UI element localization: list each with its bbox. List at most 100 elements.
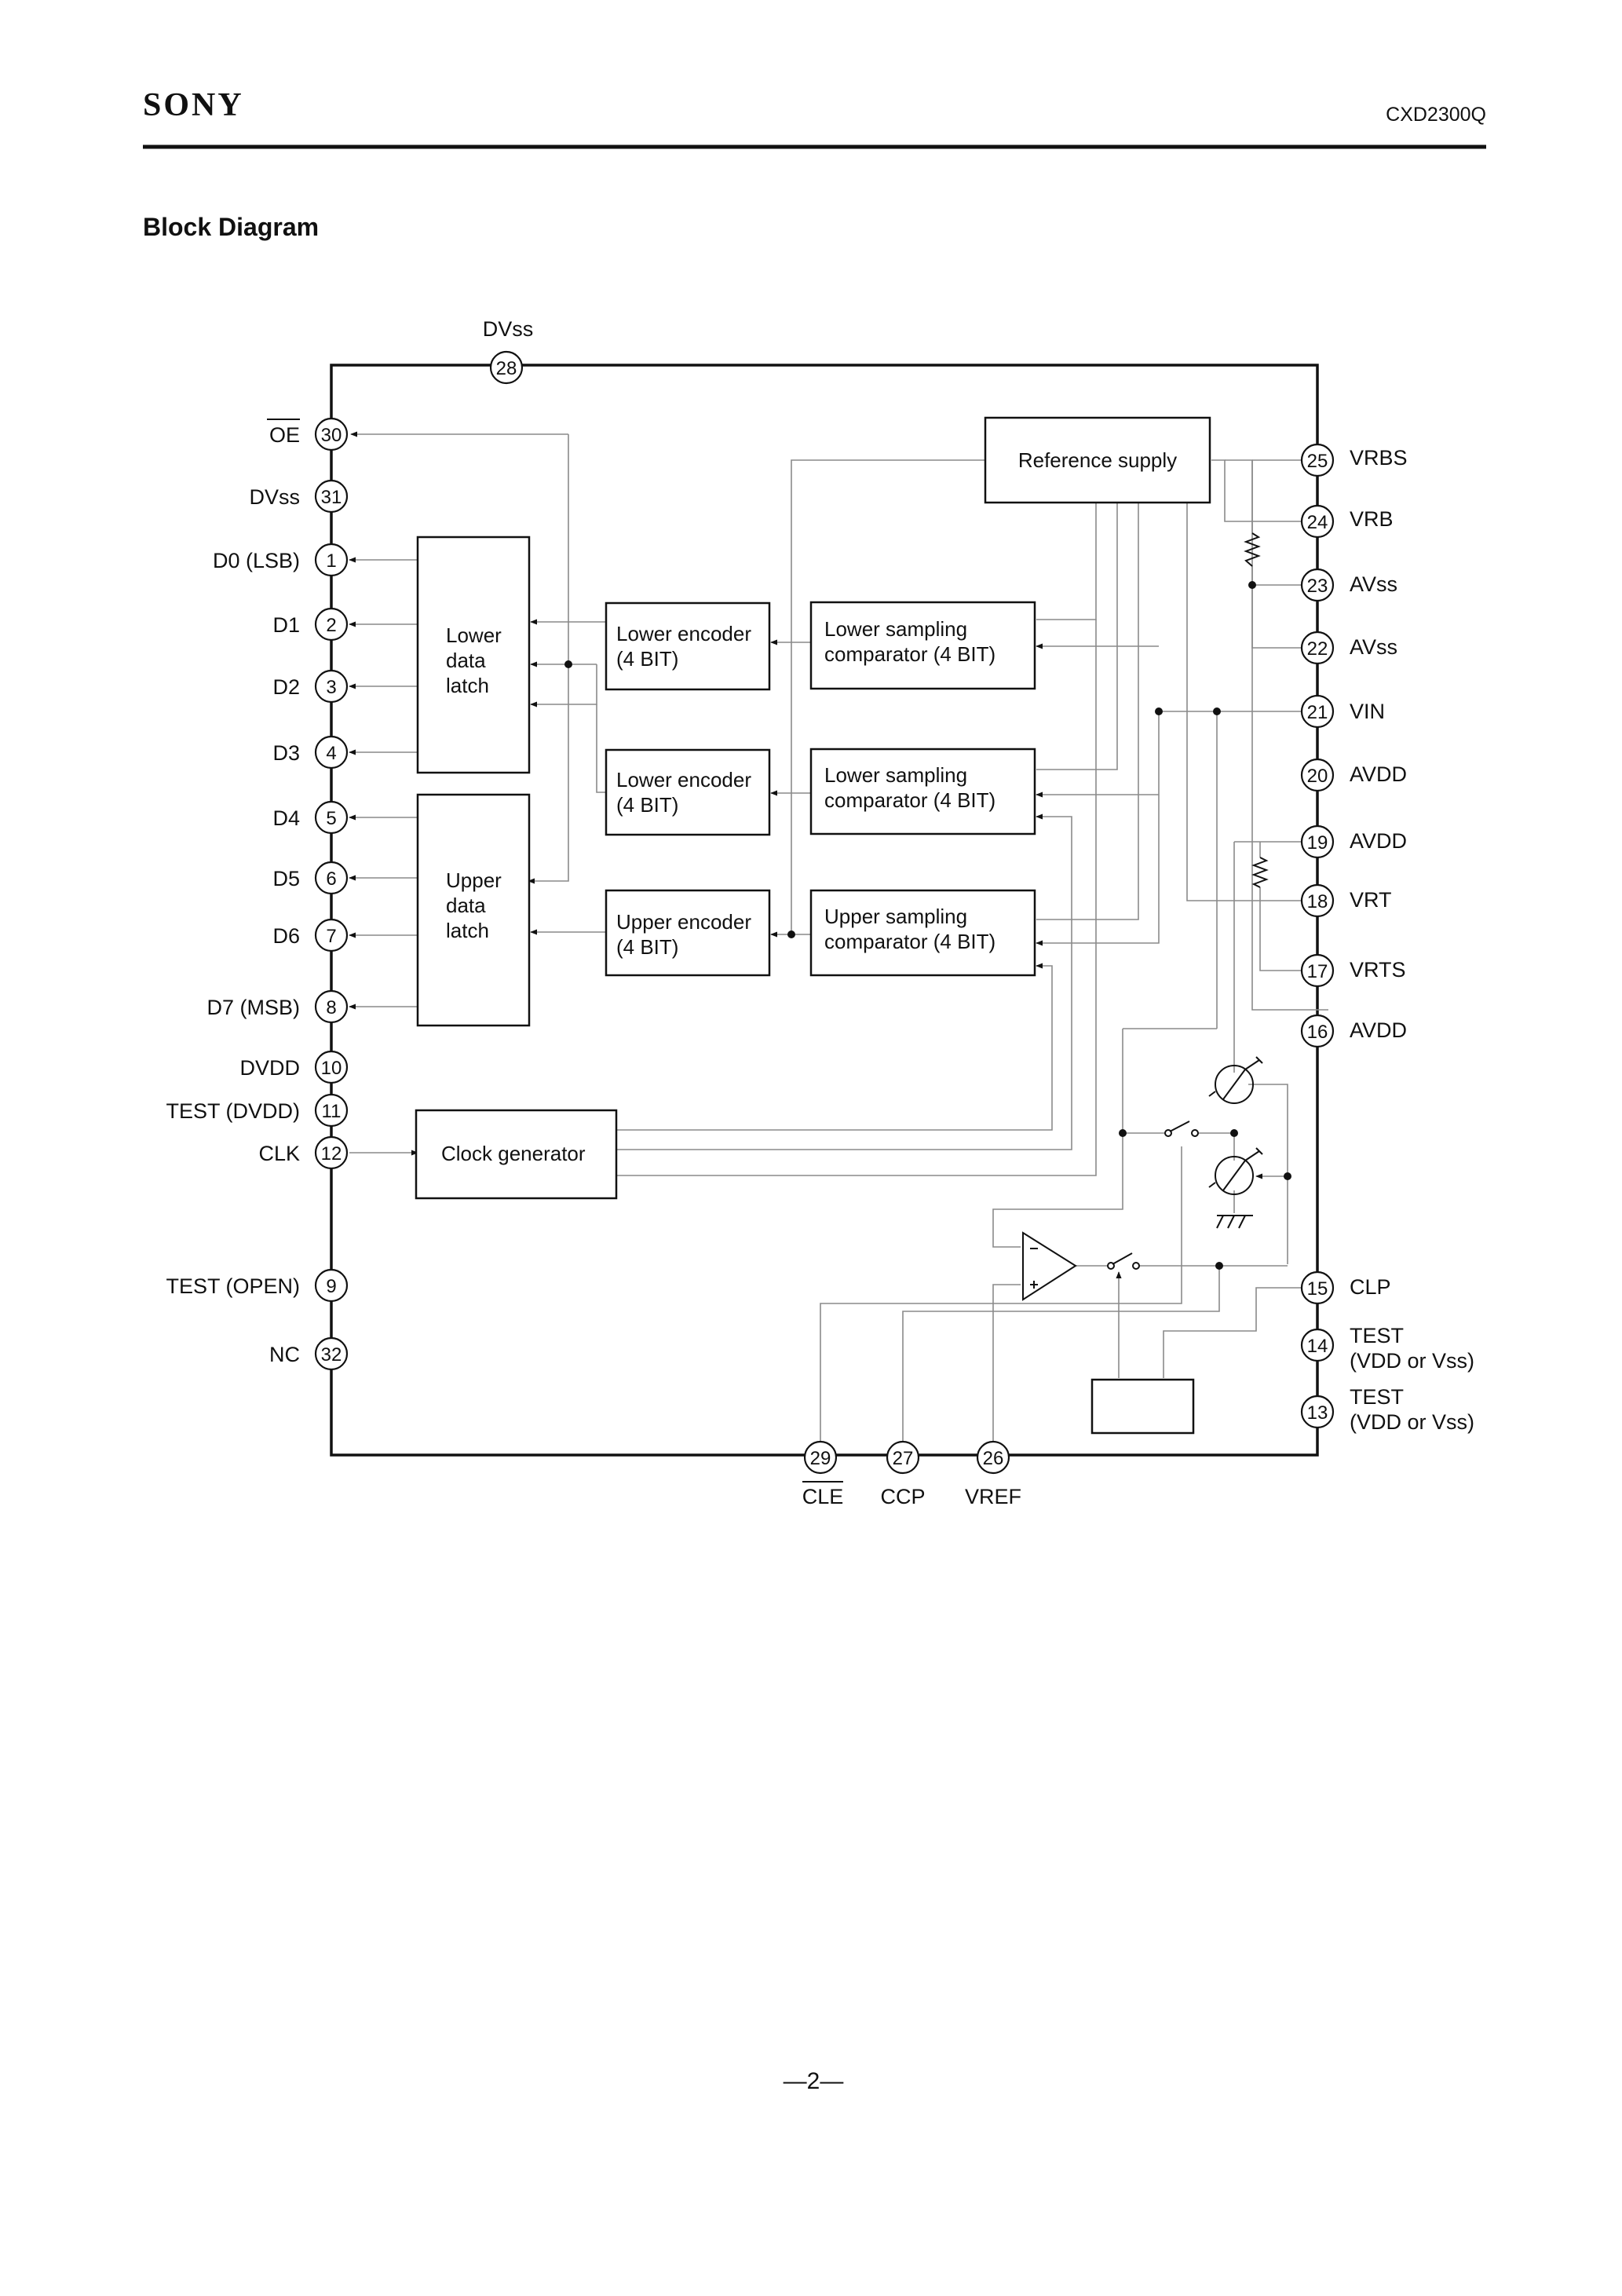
pin-14-number: 14: [1307, 1336, 1328, 1357]
pin-26-label: VREF: [965, 1485, 1021, 1508]
pin-25-label: VRBS: [1350, 446, 1408, 470]
lower-latch-line-3: latch: [446, 674, 489, 697]
ground-icon: [1216, 1215, 1253, 1229]
pin-13-sublabel: (VDD or Vss): [1350, 1410, 1474, 1434]
pin-5: 5 D4: [272, 800, 349, 835]
lower-encoder-1-line-1: Lower encoder: [616, 622, 751, 645]
clamp-control-block: [1090, 1378, 1195, 1435]
pin-9-number: 9: [326, 1276, 336, 1297]
pin-17-label: VRTS: [1350, 958, 1406, 982]
pin-28: 28 DVss: [483, 317, 534, 385]
pin-30-label: OE: [269, 423, 300, 447]
pin-6-label: D5: [272, 867, 300, 890]
pin-31-label: DVss: [249, 485, 300, 509]
pin-6-number: 6: [326, 868, 336, 890]
pin-22-label: AVss: [1350, 635, 1397, 659]
section-title: Block Diagram: [143, 213, 319, 241]
pin-25-number: 25: [1307, 451, 1328, 472]
pin-3: 3 D2: [272, 669, 349, 704]
block-upper-sampling-comparator: Upper sampling comparator (4 BIT): [809, 889, 1036, 977]
pin-27: 27 CCP: [880, 1440, 926, 1508]
pin-8-number: 8: [326, 997, 336, 1018]
block-lower-encoder-2: Lower encoder (4 BIT): [605, 748, 771, 836]
pin-19: 19 AVDD: [1300, 824, 1407, 859]
upper-latch-line-1: Upper: [446, 868, 502, 892]
pin-14-label: TEST: [1350, 1324, 1404, 1347]
pin-1-number: 1: [326, 550, 336, 572]
pin-20: 20 AVDD: [1300, 758, 1407, 792]
wiring: [349, 431, 1328, 1455]
pin-1: 1 D0 (LSB): [213, 543, 349, 577]
pin-5-label: D4: [272, 806, 300, 830]
pin-20-label: AVDD: [1350, 762, 1407, 786]
pin-15: 15 CLP: [1300, 1270, 1391, 1305]
lower-sampling-1-line-2: comparator (4 BIT): [824, 642, 995, 666]
pin-27-number: 27: [893, 1448, 914, 1469]
pin-22-number: 22: [1307, 638, 1328, 660]
pin-14: 14 TEST (VDD or Vss): [1300, 1324, 1474, 1373]
current-source-lower-icon: [1208, 1147, 1263, 1195]
pin-6: 6 D5: [272, 861, 349, 895]
pin-11-label: TEST (DVDD): [166, 1099, 300, 1123]
pin-11: 11 TEST (DVDD): [166, 1093, 349, 1128]
pin-1-label: D0 (LSB): [213, 549, 300, 572]
pin-27-label: CCP: [880, 1485, 925, 1508]
block-lower-data-latch: Lower data latch: [416, 536, 531, 774]
pin-26-number: 26: [983, 1448, 1004, 1469]
upper-latch-line-3: latch: [446, 919, 489, 942]
part-number: CXD2300Q: [1386, 104, 1486, 126]
comparator-opamp-icon: [1022, 1231, 1077, 1301]
pin-3-label: D2: [272, 675, 300, 699]
lower-encoder-2-line-2: (4 BIT): [616, 793, 678, 817]
switch-lower-icon: [1107, 1252, 1140, 1270]
lower-latch-line-2: data: [446, 649, 486, 672]
lower-encoder-2-line-1: Lower encoder: [616, 768, 751, 792]
pin-15-number: 15: [1307, 1278, 1328, 1300]
pin-19-label: AVDD: [1350, 829, 1407, 853]
pin-28-number: 28: [496, 358, 517, 379]
upper-sampling-line-1: Upper sampling: [824, 905, 967, 928]
pin-7-label: D6: [272, 924, 300, 948]
pin-23-number: 23: [1307, 576, 1328, 597]
pin-16-number: 16: [1307, 1022, 1328, 1043]
pin-4: 4 D3: [272, 735, 349, 770]
block-upper-encoder: Upper encoder (4 BIT): [605, 889, 771, 977]
pin-30: 30 OE: [267, 417, 349, 452]
pin-28-label: DVss: [483, 317, 534, 341]
pin-23-label: AVss: [1350, 572, 1397, 596]
upper-encoder-line-1: Upper encoder: [616, 910, 751, 934]
pin-18-number: 18: [1307, 891, 1328, 912]
reference-supply-label: Reference supply: [1018, 448, 1177, 472]
sony-logo: SONY: [143, 87, 244, 123]
pin-29-number: 29: [810, 1448, 831, 1469]
lower-sampling-2-line-1: Lower sampling: [824, 763, 967, 787]
pin-11-number: 11: [322, 1101, 342, 1122]
pin-5-number: 5: [326, 808, 336, 829]
pin-8: 8 D7 (MSB): [206, 989, 349, 1024]
pin-4-label: D3: [272, 741, 300, 765]
pin-3-number: 3: [326, 677, 336, 698]
pin-2-label: D1: [272, 613, 300, 637]
pin-32: 32 NC: [269, 1336, 349, 1371]
pin-17-number: 17: [1307, 961, 1328, 982]
pin-4-number: 4: [326, 743, 336, 764]
pin-25: 25 VRBS: [1300, 443, 1408, 477]
block-lower-encoder-1: Lower encoder (4 BIT): [605, 601, 771, 691]
pin-30-number: 30: [321, 425, 342, 446]
clock-generator-label: Clock generator: [441, 1142, 586, 1165]
block-upper-data-latch: Upper data latch: [416, 793, 531, 1027]
block-clock-generator: Clock generator: [415, 1109, 618, 1200]
pin-12-number: 12: [321, 1143, 342, 1164]
pin-18-label: VRT: [1350, 888, 1392, 912]
pin-19-number: 19: [1307, 832, 1328, 854]
pin-24-label: VRB: [1350, 507, 1394, 531]
upper-encoder-line-2: (4 BIT): [616, 935, 678, 959]
current-source-upper-icon: [1208, 1056, 1263, 1104]
lower-sampling-1-line-1: Lower sampling: [824, 617, 967, 641]
pin-10-number: 10: [321, 1058, 342, 1079]
pin-31-number: 31: [321, 487, 342, 508]
pin-32-label: NC: [269, 1343, 300, 1366]
pin-18: 18 VRT: [1300, 883, 1392, 918]
pin-16: 16 AVDD: [1300, 1014, 1407, 1048]
block-lower-sampling-comparator-2: Lower sampling comparator (4 BIT): [809, 748, 1036, 835]
